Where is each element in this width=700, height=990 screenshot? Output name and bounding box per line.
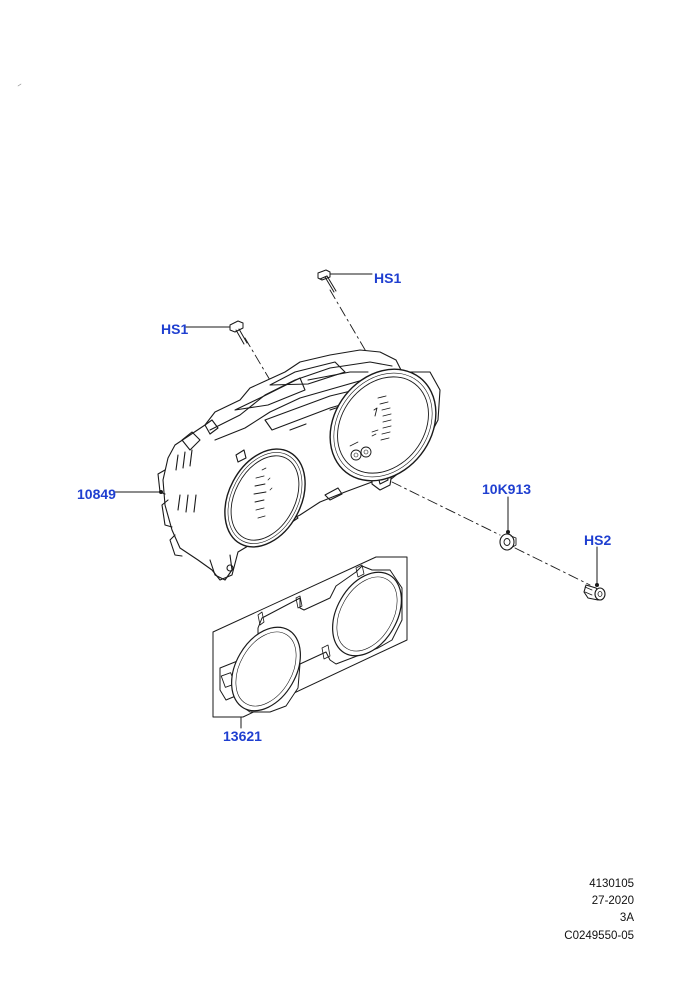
corner-mark — [17, 83, 22, 87]
left-gauge — [224, 448, 306, 548]
reference-code-1: 4130105 — [589, 878, 634, 890]
callout-hs1-left[interactable]: HS1 — [161, 321, 189, 337]
right-gauge — [329, 368, 437, 482]
grommet-10k913 — [499, 533, 517, 551]
lens-assembly-13621 — [212, 556, 408, 718]
screw-hs1-top — [317, 269, 337, 293]
screw-hs2 — [583, 584, 606, 601]
callout-10849[interactable]: 10849 — [77, 486, 116, 502]
reference-revision: 3A — [619, 912, 634, 924]
callout-10k913[interactable]: 10K913 — [482, 481, 532, 497]
leader-lines — [114, 273, 598, 729]
reference-date: 27-2020 — [591, 895, 634, 907]
screw-hs1-left — [229, 320, 248, 345]
callout-hs2[interactable]: HS2 — [584, 532, 612, 548]
reference-drawing-id: C0249550-05 — [564, 930, 634, 942]
callout-hs1-top[interactable]: HS1 — [374, 270, 402, 286]
callout-13621[interactable]: 13621 — [223, 728, 262, 744]
